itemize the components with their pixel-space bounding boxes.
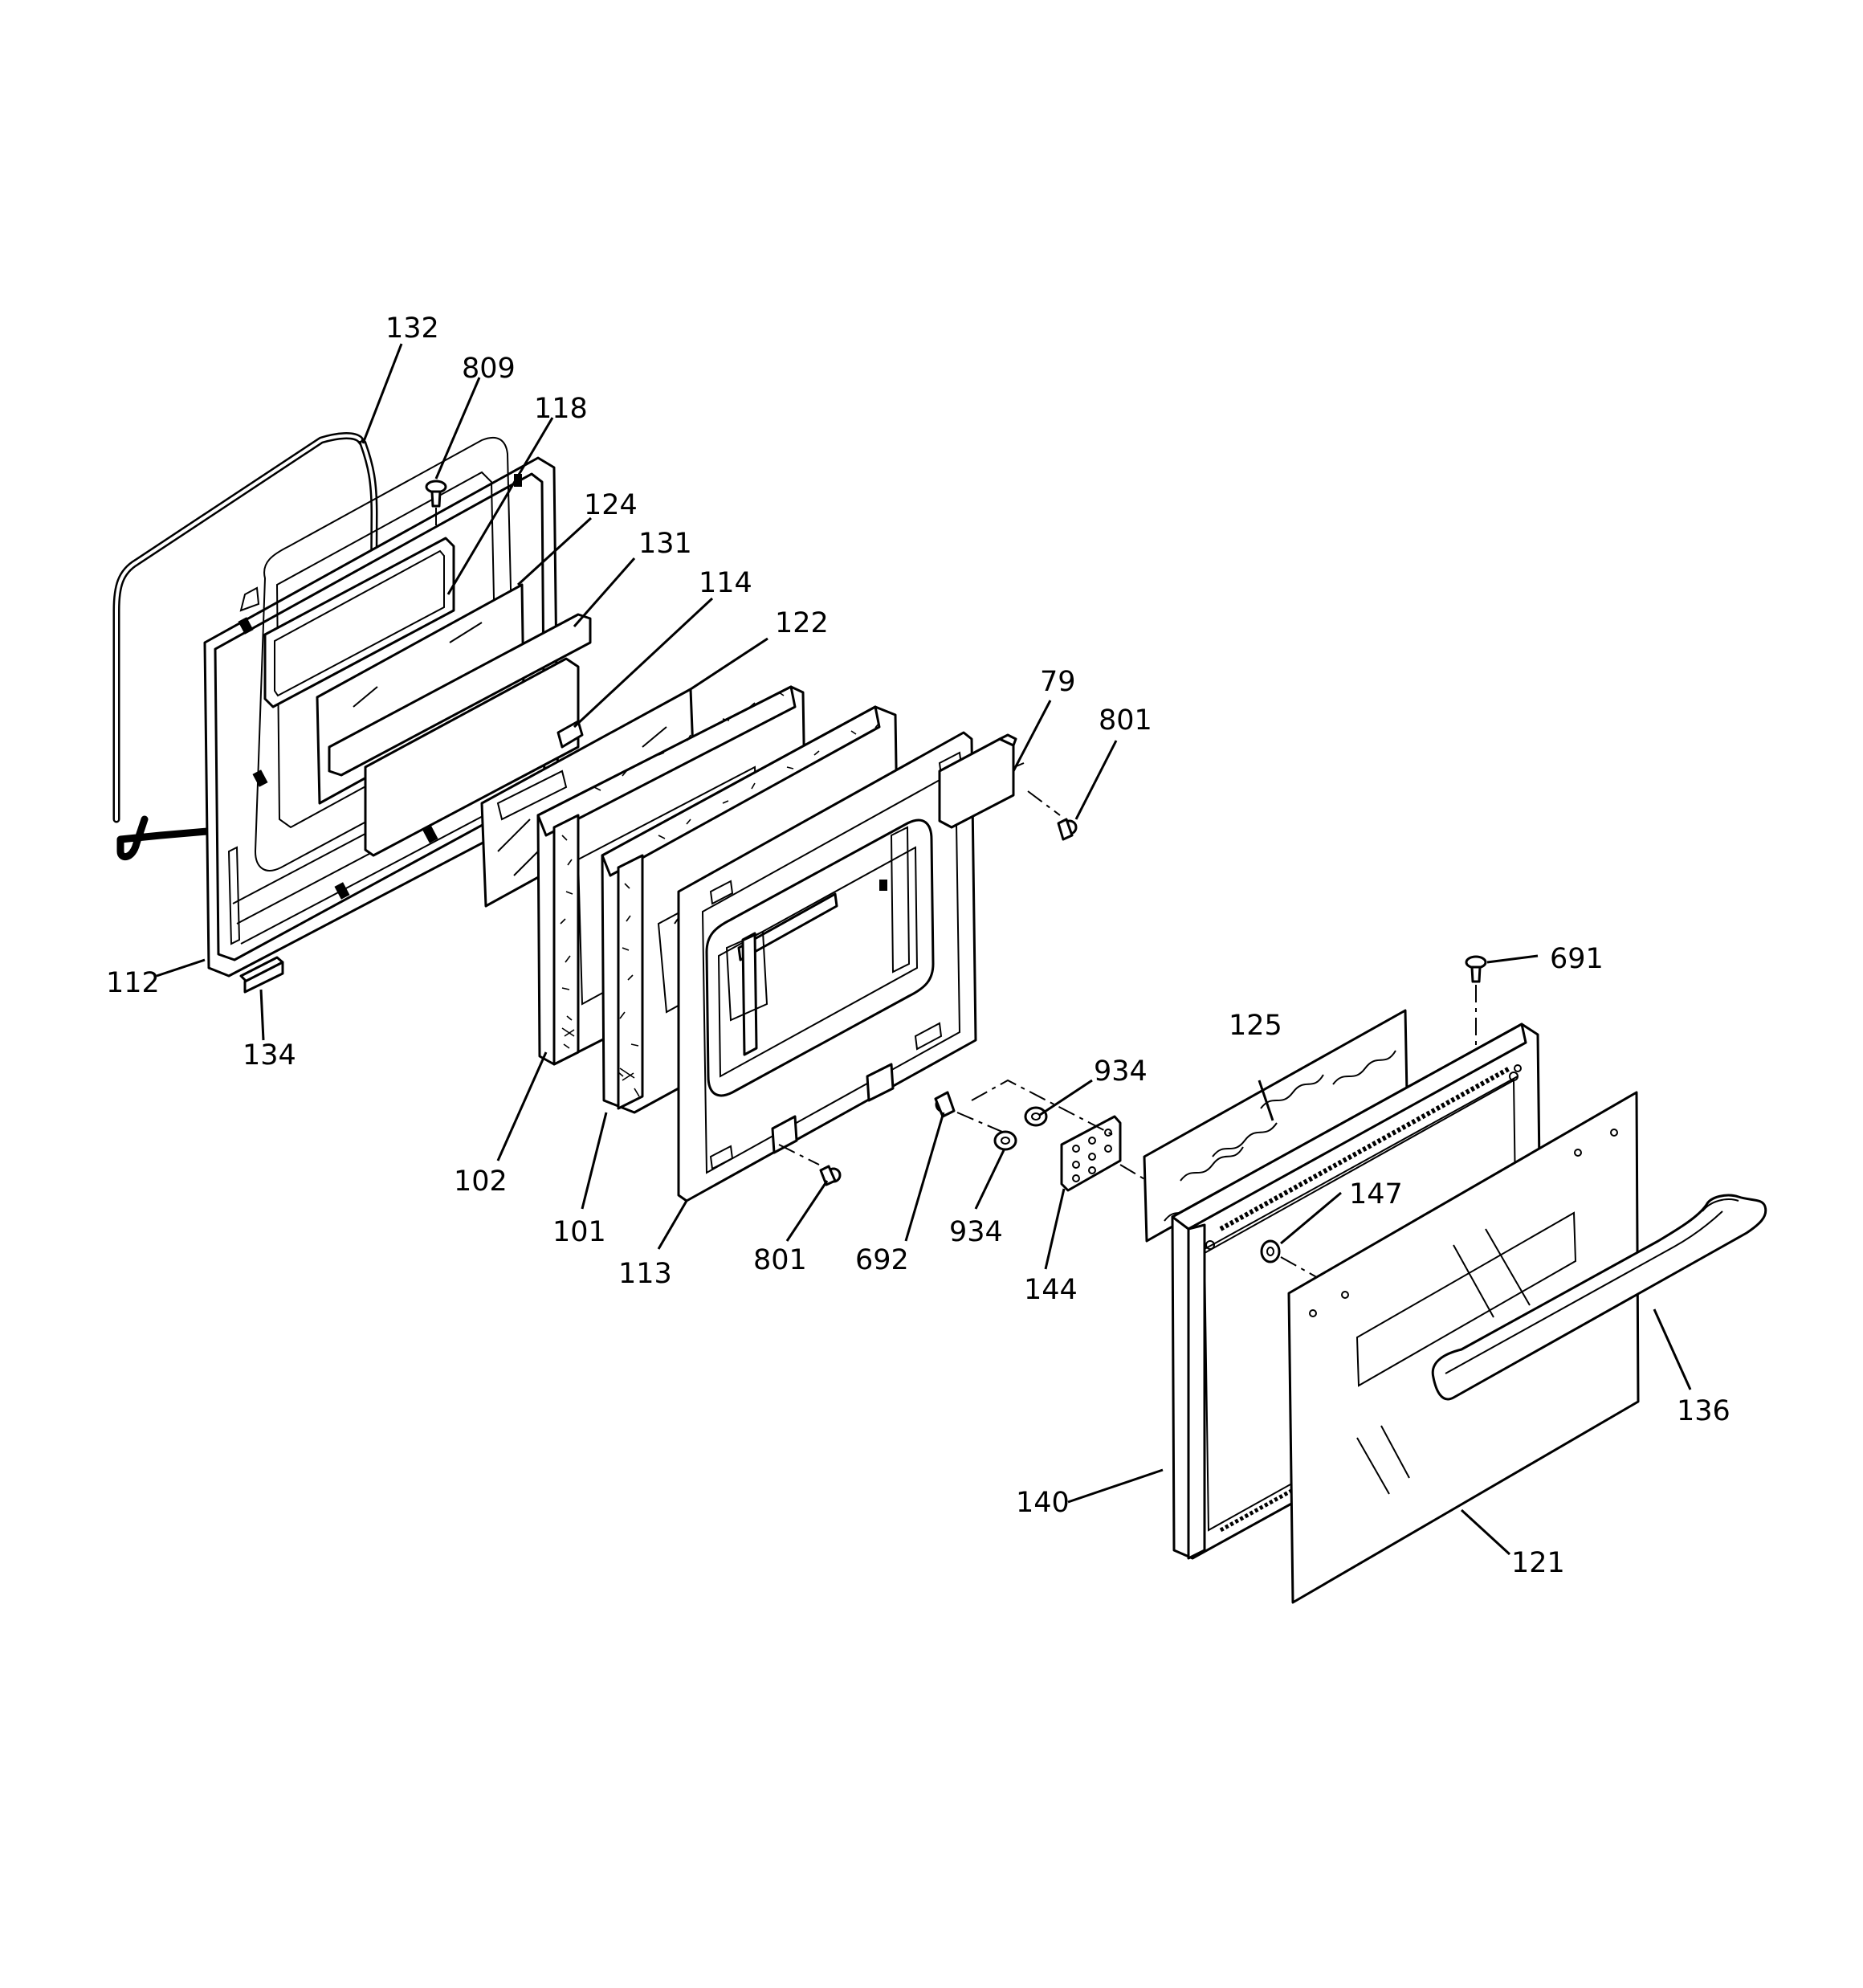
callout-809: 809	[462, 353, 516, 385]
callout-122: 122	[775, 607, 829, 639]
door-handle-136	[1431, 1194, 1767, 1401]
callout-125: 125	[1229, 1010, 1282, 1042]
callout-114: 114	[699, 567, 752, 599]
callout-121: 121	[1511, 1547, 1565, 1579]
bracket-114	[556, 720, 584, 749]
callout-102: 102	[454, 1165, 508, 1198]
callout-101: 101	[552, 1216, 606, 1248]
screw-692	[934, 1091, 1009, 1135]
callout-144: 144	[1024, 1274, 1078, 1306]
air-deflector-79	[938, 733, 1025, 829]
callout-136: 136	[1677, 1395, 1731, 1427]
washer-934-upper	[1024, 1106, 1048, 1127]
callout-134: 134	[243, 1039, 296, 1072]
leader-lines	[156, 343, 1692, 1556]
callout-691: 691	[1550, 943, 1604, 975]
callout-692: 692	[855, 1244, 909, 1276]
callout-131: 131	[638, 528, 692, 560]
screw-801-top	[1027, 790, 1078, 841]
callout-140: 140	[1016, 1487, 1070, 1519]
callout-132: 132	[385, 312, 439, 345]
callout-147: 147	[1349, 1178, 1403, 1210]
hinge-clip-134	[239, 956, 284, 994]
callout-79: 79	[1040, 666, 1076, 698]
callout-113: 113	[618, 1258, 672, 1290]
callout-934-lower: 934	[949, 1216, 1003, 1248]
washer-934-lower	[993, 1130, 1017, 1151]
callout-112: 112	[106, 967, 160, 999]
screw-801-bottom	[778, 1144, 842, 1186]
screw-809	[425, 480, 447, 530]
callout-934-upper: 934	[1094, 1055, 1148, 1088]
retainer-channel-131	[328, 613, 592, 857]
callout-118: 118	[534, 393, 588, 425]
callout-labels: 132 809 118 124 131 114 122 79 801 112 1…	[106, 312, 1731, 1579]
callout-801-bottom: 801	[753, 1244, 807, 1276]
inner-door-panel-113	[677, 731, 977, 1202]
callout-124: 124	[584, 489, 638, 521]
screw-691	[1465, 955, 1487, 1100]
callout-801-top: 801	[1099, 704, 1152, 737]
